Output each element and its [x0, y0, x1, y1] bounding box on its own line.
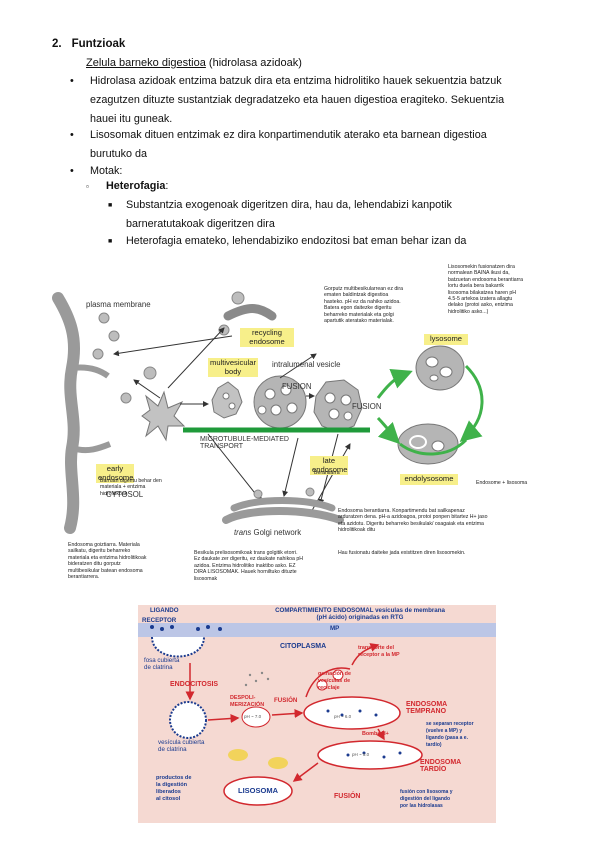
section-heading: 2. Funtzioak — [52, 38, 125, 50]
receptor-label: RECEPTOR — [142, 617, 177, 624]
section-title: Funtzioak — [71, 38, 126, 50]
fusion-bottom-label: FUSIÓN — [334, 793, 361, 800]
hollow-square-marker: ▫ — [86, 182, 89, 191]
subheading: Zelula barneko digestioa (hidrolasa azid… — [86, 57, 302, 69]
endosoma-tardio-label: ENDOSOMA TARDÍO — [420, 759, 462, 773]
cytosol-label: CYTOSOL — [106, 490, 144, 499]
trans-golgi-annotation: Besikula prelisosomikoak trans golgitik … — [194, 550, 304, 582]
bullet-line: Motak: — [90, 165, 123, 177]
ph-label-1: pH ~ 7.0 — [244, 714, 262, 719]
citoplasma-label: CITOPLASMA — [280, 643, 327, 650]
despolimerizacion-label: DESPOLI- MERIZACIÓN — [230, 695, 265, 708]
recycling-endosome-label: recycling endosome — [240, 328, 294, 347]
subheading-underlined: Zelula barneko digestioa — [86, 57, 206, 69]
endosoma-temprano-label: ENDOSOMA TEMPRANO — [406, 701, 448, 715]
vesicula-label: vesícula cubierta de clatrina — [158, 739, 205, 753]
bullet-dot: • — [70, 165, 74, 177]
ligando-label: LIGANDO — [150, 607, 179, 614]
heterofagia-suffix: : — [165, 180, 169, 192]
ph-label-2: pH ~ 6.0 — [334, 714, 352, 719]
productos-label: productos de la digestión liberados al c… — [156, 775, 192, 802]
endosomal-compartment-figure: COMPARTIMIENTO ENDOSOMAL vesículas de me… — [138, 605, 496, 823]
fig2-title: COMPARTIMIENTO ENDOSOMAL vesículas de me… — [275, 607, 445, 621]
berantiarra-note: Berantiarra — [314, 470, 340, 476]
early-endosome-annotation: Endosoma goiztiarra. Materiala sailkatu,… — [68, 542, 147, 581]
section-number: 2. — [52, 38, 62, 50]
microtubule-transport-label: MICROTUBULE-MEDIATED TRANSPORT — [200, 436, 289, 450]
fusion-annotation: Hau fusionatu daiteke jada existitzen di… — [338, 550, 466, 556]
bullet-line: Substantzia exogenoak digeritzen dira, h… — [126, 199, 452, 211]
bullet-line: burutuko da — [90, 148, 148, 160]
bomba-label: Bomba H+ — [362, 731, 389, 737]
lisosoma-label: LISOSOMA — [238, 786, 279, 795]
trans-golgi-label: trans Golgi network — [234, 528, 302, 537]
mp-label: MP — [330, 625, 340, 632]
lysosome-annotation: Lisosomekin fusionatzen dira normalean B… — [448, 264, 523, 315]
heterofagia-label: Heterofagia — [106, 180, 166, 192]
fusion-label-2: FUSION — [352, 402, 382, 411]
fusion-label-1: FUSION — [282, 382, 312, 391]
intralumenal-vesicle-label: intralumenal vesicle — [272, 360, 341, 369]
square-marker: ■ — [108, 202, 113, 209]
early-endosome-label: early endosome — [96, 464, 134, 483]
bullet-line: Lisosomak dituen entzimak ez dira konpar… — [90, 129, 487, 141]
early-endosome-note: Barruan digeritu behar den materiala + e… — [100, 478, 162, 497]
lysosome-label: lysosome — [424, 334, 468, 345]
endosomal-compartment-illustration — [138, 605, 496, 823]
multivesicular-annotation: Gorputz multibesikularrean ez dira emate… — [324, 286, 404, 325]
multivesicular-body-label: multivesicular body — [208, 358, 258, 377]
endocytic-pathway-figure: plasma membrane recycling endosome multi… — [48, 258, 553, 598]
gemacion-label: gemación de vesículas de reciclaje — [318, 671, 351, 691]
separan-label: se separan receptor (vuelve a MP) y liga… — [426, 721, 474, 748]
transporte-label: transporte del receptor a la MP — [358, 645, 400, 658]
bullet-dot: • — [70, 75, 74, 87]
bullet-line: Heterofagia emateko, lehendabiziko endoz… — [126, 235, 467, 247]
late-endosome-annotation: Endosoma berantiarra. Konpartimendu bat … — [338, 508, 488, 534]
fosa-label: fosa cubierta de clatrina — [144, 657, 180, 671]
endocitosis-label: ENDOCITOSIS — [170, 681, 219, 688]
fusion-con-lisosoma-label: fusión con lisosoma y digestión del liga… — [400, 789, 453, 809]
bullet-line: ezagutzen dituzte sustantziak degradatze… — [90, 94, 505, 106]
ph-label-3: pH ~ 5.0 — [352, 752, 370, 757]
bullet-dot: • — [70, 129, 74, 141]
bullet-line: Hidrolasa azidoak entzima batzuk dira et… — [90, 75, 502, 87]
bullet-line: hauei itu guneak. — [90, 113, 173, 125]
plasma-membrane-label: plasma membrane — [86, 300, 151, 309]
bullet-line: barneratutakoak digeritzen dira — [126, 218, 275, 230]
late-endosome-label: late endosome — [310, 456, 348, 475]
endolysosome-label: endolysosome — [400, 474, 458, 485]
fusion-top-label: FUSIÓN — [274, 697, 298, 704]
endosome-lisosoma-note: Endosome + lisosoma — [476, 480, 528, 486]
square-marker: ■ — [108, 238, 113, 245]
subheading-rest: (hidrolasa azidoak) — [205, 57, 302, 69]
